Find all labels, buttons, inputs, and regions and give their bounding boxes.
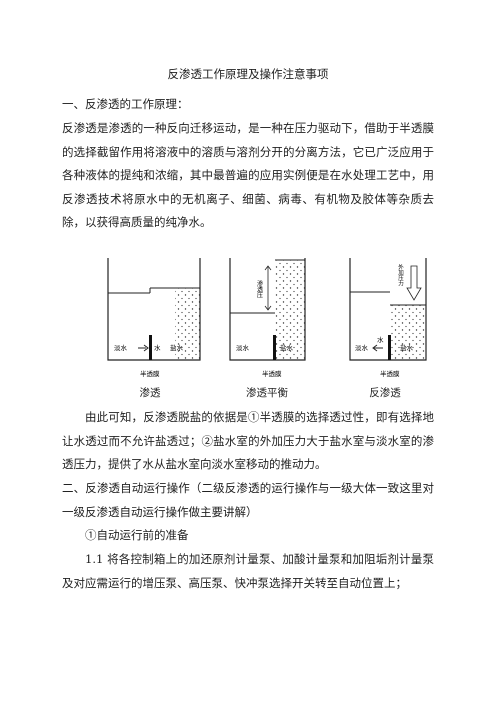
label-fresh-3: 淡水	[355, 343, 369, 352]
label-osmotic-pressure: 渗透压	[256, 279, 263, 299]
label-salt-2: 盐水	[280, 343, 294, 352]
panel-reverse-osmosis: 外加压力 淡水 水 盐水 半透膜	[349, 258, 427, 378]
label-fresh-1: 淡水	[114, 343, 128, 352]
section2-heading: 二、反渗透自动运行操作（二级反渗透的运行操作与一级大体一致这里对一级反渗透自动运…	[62, 481, 434, 519]
label-salt-1: 盐水	[170, 343, 184, 352]
subsection-1: ①自动运行前的准备	[85, 528, 189, 542]
panel-equilibrium: 渗透压 淡水 盐水 半透膜	[229, 258, 306, 378]
salt-region-2	[275, 260, 305, 360]
membrane-2	[273, 335, 276, 360]
salt-region-1	[175, 288, 200, 360]
item-1-1: 1.1 将各控制箱上的加还原剂计量泵、加酸计量泵和加阻垢剂计量泵及对应需运行的增…	[62, 552, 434, 590]
membrane-1	[149, 335, 152, 360]
section1-heading: 一、反渗透的工作原理：	[62, 97, 189, 111]
paragraph-1: 反渗透是渗透的一种反向迁移运动，是一种在压力驱动下，借助于半透膜的选择截留作用将…	[62, 121, 434, 229]
membrane-3	[388, 335, 391, 360]
osmosis-diagram: 淡水 水 盐水 半透膜 渗透压 淡水 盐水 半透膜	[100, 258, 430, 398]
panel-osmosis: 淡水 水 盐水 半透膜	[107, 258, 201, 378]
osmosis-diagram-svg: 淡水 水 盐水 半透膜 渗透压 淡水 盐水 半透膜	[107, 258, 427, 378]
caption-reverse-osmosis: 反渗透	[369, 387, 401, 399]
label-salt-3: 盐水	[400, 343, 414, 352]
caption-osmosis: 渗透	[139, 387, 161, 399]
label-membrane-1: 半透膜	[140, 369, 160, 378]
salt-region-3	[390, 305, 426, 360]
label-fresh-2: 淡水	[236, 343, 250, 352]
label-membrane-3: 半透膜	[380, 369, 400, 378]
doc-title: 反渗透工作原理及操作注意事项	[167, 67, 329, 81]
paragraph-2: 由此可知，反渗透脱盐的依据是①半透膜的选择透过性，即有选择地让水透过而不允许盐透…	[62, 410, 434, 471]
pressure-arrow	[406, 265, 422, 301]
label-water-3: 水	[377, 335, 384, 344]
label-membrane-2: 半透膜	[262, 369, 282, 378]
label-water-1: 水	[154, 343, 161, 352]
label-applied-pressure: 外加压力	[397, 263, 404, 288]
caption-equilibrium: 渗透平衡	[246, 387, 288, 399]
